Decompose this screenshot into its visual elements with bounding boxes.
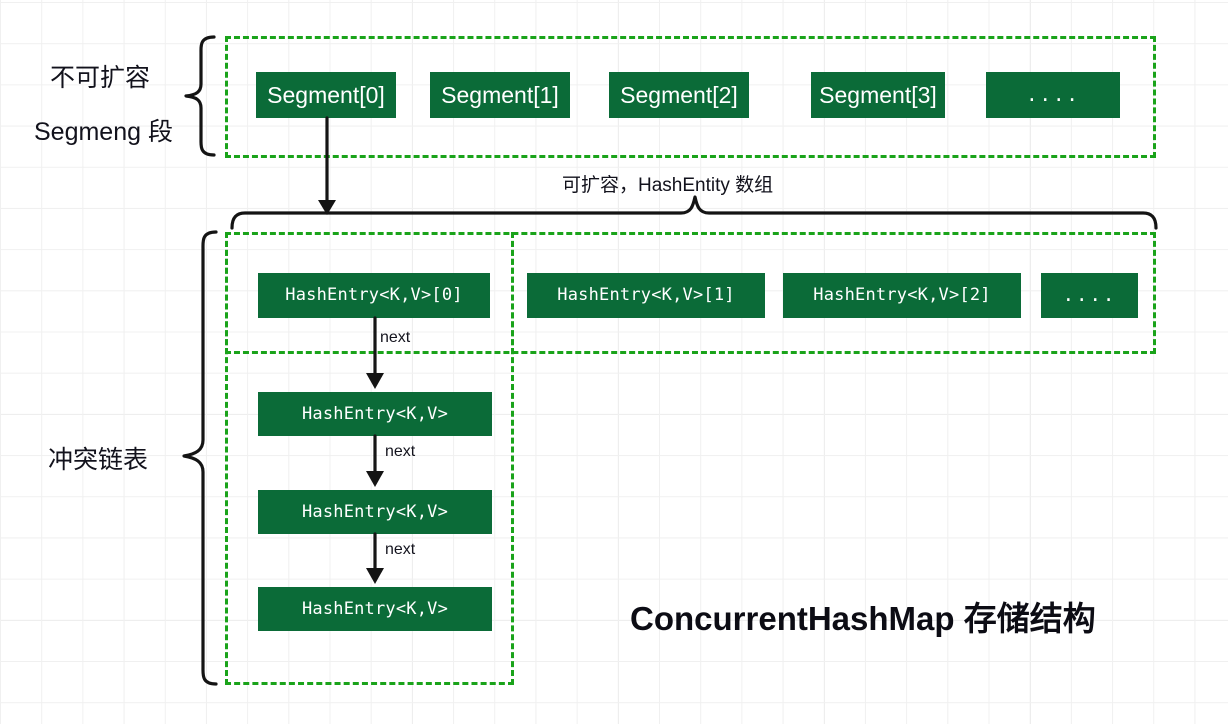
chain-node-3[interactable]: HashEntry<K,V> xyxy=(258,587,492,631)
segment-cell-3[interactable]: Segment[3] xyxy=(811,72,945,118)
edge-label-next-1: next xyxy=(380,329,411,346)
hashentity-array-top-brace xyxy=(230,195,1158,230)
segment-cell-0[interactable]: Segment[0] xyxy=(256,72,396,118)
diagram-title: ConcurrentHashMap 存储结构 xyxy=(630,600,1096,637)
entity-array-caption: 可扩容，HashEntity 数组 xyxy=(562,175,774,196)
collision-chain-region xyxy=(225,232,514,685)
hashentry-cell-0[interactable]: HashEntry<K,V>[0] xyxy=(258,273,490,318)
hashentry-cell-ellipsis: .... xyxy=(1041,273,1138,318)
edge-label-next-3: next xyxy=(385,541,416,558)
segment-cell-2[interactable]: Segment[2] xyxy=(609,72,749,118)
chain-brace-label: 冲突链表 xyxy=(48,446,149,474)
chain-left-brace xyxy=(182,230,218,686)
segment-brace-label-line2: Segmeng 段 xyxy=(34,118,173,146)
segment-cell-ellipsis: .... xyxy=(986,72,1120,118)
chain-node-2[interactable]: HashEntry<K,V> xyxy=(258,490,492,534)
chain-node-1[interactable]: HashEntry<K,V> xyxy=(258,392,492,436)
hashentry-cell-2[interactable]: HashEntry<K,V>[2] xyxy=(783,273,1021,318)
segment-array-region xyxy=(225,36,1156,158)
segment-brace-label-line1: 不可扩容 xyxy=(50,64,151,92)
segment-left-brace xyxy=(184,35,216,157)
hashentry-cell-1[interactable]: HashEntry<K,V>[1] xyxy=(527,273,765,318)
segment-cell-1[interactable]: Segment[1] xyxy=(430,72,570,118)
segment0-to-array-arrowhead xyxy=(318,200,336,215)
edge-label-next-2: next xyxy=(385,443,416,460)
